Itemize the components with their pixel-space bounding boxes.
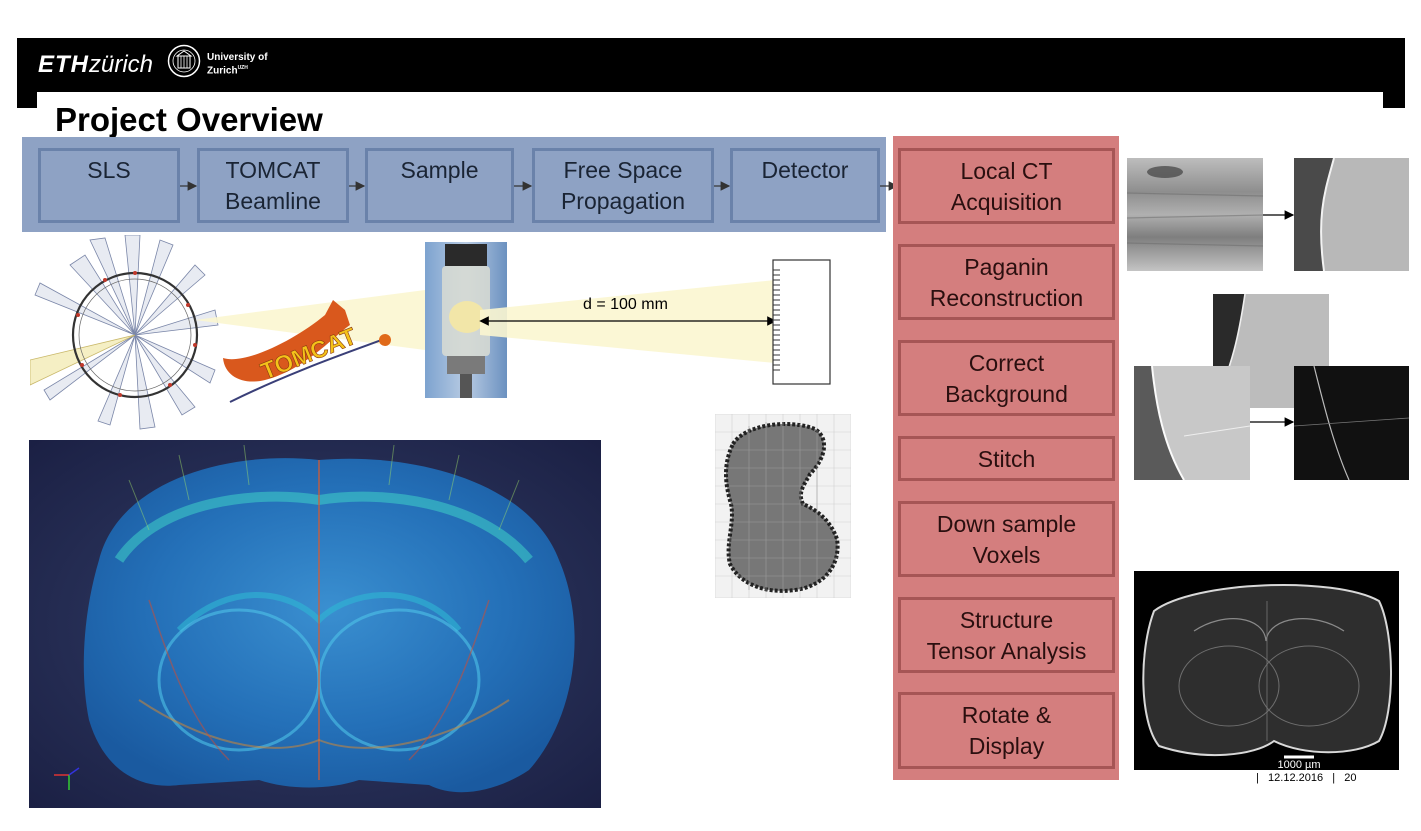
footer-date: 12.12.2016 <box>1268 772 1324 784</box>
step-label-2: Voxels <box>972 542 1041 568</box>
processing-step-rotate-display: Rotate & Display <box>898 692 1115 769</box>
local-ct-raw-projection-image <box>1127 158 1263 271</box>
uzh-wordmark: University of ZurichUZH <box>207 52 268 77</box>
detector-icon <box>772 259 831 385</box>
step-label-2: Acquisition <box>950 189 1063 215</box>
pipeline-step-sls: SLS <box>38 148 180 223</box>
scale-bar-label: 1000 µm <box>1277 759 1320 770</box>
brain-ct-slice-image: 1000 µm <box>1134 571 1399 770</box>
step-label: Correct <box>968 350 1045 376</box>
header-notch-right <box>1383 92 1405 108</box>
step-label: Sample <box>400 157 479 183</box>
processing-step-paganin-reconstruction: Paganin Reconstruction <box>898 244 1115 320</box>
distance-label: d = 100 mm <box>583 296 668 313</box>
footer: | 12.12.2016 | 20 <box>1256 772 1357 784</box>
processing-step-stitch: Stitch <box>898 436 1115 481</box>
brain-section-grid-image <box>715 414 851 598</box>
step-label: Local CT <box>960 158 1053 184</box>
step-label: Free Space <box>563 157 683 183</box>
brain-3d-rendering-image <box>29 440 601 808</box>
header-notch-left <box>17 92 37 108</box>
step-label-2: Background <box>945 381 1068 407</box>
step-label: SLS <box>87 157 131 183</box>
correct-background-image-left <box>1134 366 1250 480</box>
step-label: Paganin <box>964 254 1049 280</box>
header-bar <box>17 38 1405 92</box>
step-label: TOMCAT <box>225 157 321 183</box>
pipeline-step-sample: Sample <box>365 148 514 223</box>
processing-step-down-sample-voxels: Down sample Voxels <box>898 501 1115 577</box>
pipeline-step-detector: Detector <box>730 148 880 223</box>
processing-step-structure-tensor-analysis: Structure Tensor Analysis <box>898 597 1115 673</box>
step-label-2: Reconstruction <box>929 285 1084 311</box>
eth-zurich-logo: ETHzürich <box>38 51 154 78</box>
step-label-2: Display <box>968 733 1045 759</box>
processing-step-local-ct-acquisition: Local CT Acquisition <box>898 148 1115 224</box>
step-label-2: Propagation <box>560 188 686 214</box>
processing-step-correct-background: Correct Background <box>898 340 1115 416</box>
step-label: Structure <box>959 607 1054 633</box>
step-label: Stitch <box>977 446 1036 472</box>
step-label: Rotate & <box>961 702 1052 728</box>
footer-page-number: 20 <box>1344 772 1357 784</box>
free-space-propagation-diagram <box>479 259 831 385</box>
step-label-2: Beamline <box>225 188 321 214</box>
pipeline-step-free-space-propagation: Free Space Propagation <box>532 148 714 223</box>
step-label: Detector <box>761 157 849 183</box>
synchrotron-diagram-image <box>30 235 219 430</box>
step-label: Down sample <box>936 511 1077 537</box>
page-title: Project Overview <box>55 101 323 138</box>
correct-background-image-right <box>1294 366 1409 480</box>
tomcat-logo-image: TOMCAT <box>195 290 425 403</box>
step-label-2: Tensor Analysis <box>926 638 1087 664</box>
uzh-seal-icon <box>167 44 201 78</box>
paganin-reconstruction-image <box>1294 158 1409 271</box>
pipeline-step-tomcat-beamline: TOMCAT Beamline <box>197 148 349 223</box>
